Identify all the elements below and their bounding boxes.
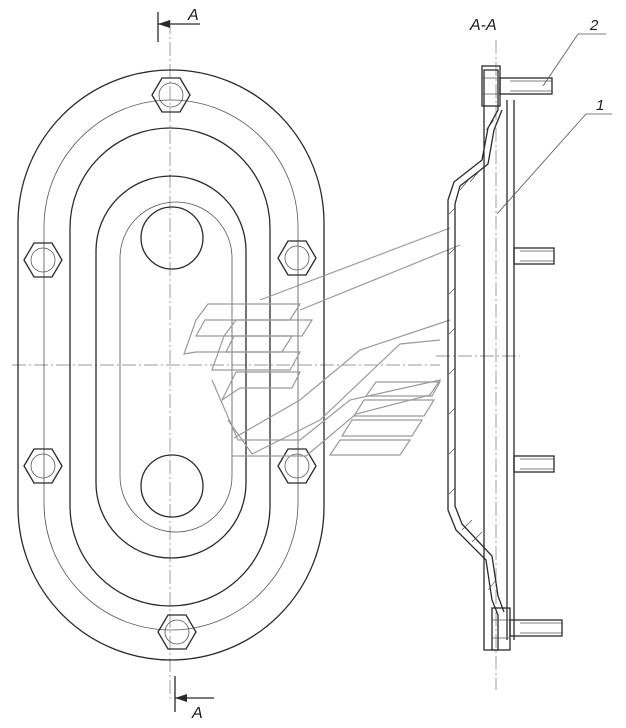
callout-label-2: 2 [589, 17, 599, 34]
bolt-upper-left [23, 242, 63, 278]
callout-label-1: 1 [596, 97, 604, 114]
upper-boss [140, 206, 204, 270]
bolt-bottom [157, 614, 197, 650]
bolt-head-top [481, 65, 501, 107]
callout-2: 2 [542, 17, 606, 87]
bolt-upper-right [277, 240, 317, 276]
section-marker-top: A [157, 7, 200, 42]
brand-watermark-icon [183, 227, 461, 457]
bolt-shank-bottom [509, 619, 563, 637]
bolt-lower-left [23, 448, 63, 484]
section-view: A-A [436, 17, 612, 690]
lower-boss [140, 454, 204, 518]
inner-step-outline [95, 175, 247, 559]
section-mark-top: A [187, 7, 199, 24]
bolt-circle-line [43, 99, 299, 631]
section-hatching [448, 119, 497, 591]
outer-flange-outline [17, 69, 325, 661]
stud-lower [513, 455, 555, 473]
bolt-lower-right [277, 448, 317, 484]
section-marker-bottom: A [174, 676, 214, 722]
bolt-top [151, 77, 191, 113]
section-mark-bottom: A [191, 705, 203, 722]
bolt-shank-top [499, 77, 553, 95]
inner-flat-outline [119, 201, 233, 533]
callout-1: 1 [496, 97, 612, 215]
raised-body-outline [69, 127, 271, 607]
front-view [12, 20, 440, 700]
section-title: A-A [469, 17, 497, 34]
stud-upper [513, 247, 555, 265]
hex-bolt-icon [481, 65, 553, 107]
cover-profile-inner [454, 109, 505, 613]
hex-bolt-icon [491, 607, 563, 651]
